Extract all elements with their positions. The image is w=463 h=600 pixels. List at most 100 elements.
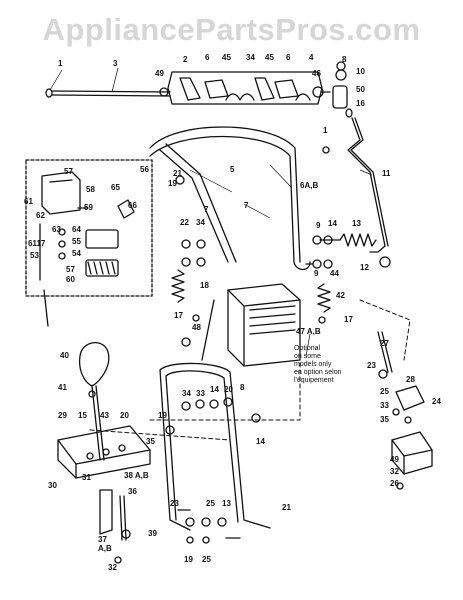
part-callout-p28: 28	[406, 375, 415, 384]
part-callout-p21a: 21	[173, 169, 182, 178]
upper-handle-frame	[149, 126, 311, 271]
part-callout-p65: 65	[111, 183, 120, 192]
part-callout-p32b: 32	[390, 467, 399, 476]
part-callout-p3: 3	[113, 59, 118, 68]
part-callout-p6b: 6	[286, 53, 291, 62]
part-callout-p20b: 20	[120, 411, 129, 420]
part-callout-p4: 4	[309, 53, 314, 62]
part-callout-p25c: 25	[202, 555, 211, 564]
bottom-fasteners	[114, 509, 241, 564]
part-callout-p5: 5	[230, 165, 235, 174]
part-callout-p26: 26	[390, 479, 399, 488]
part-callout-p57b: 57	[66, 265, 75, 274]
optional-note: Optional on some models only en option s…	[294, 345, 342, 384]
part-callout-p66: 66	[128, 201, 137, 210]
inset-detail-box	[25, 159, 153, 297]
part-callout-p56: 56	[140, 165, 149, 174]
part-callout-p42: 42	[336, 291, 345, 300]
part-callout-p31: 31	[82, 473, 91, 482]
part-callout-p44: 44	[330, 269, 339, 278]
note-line-4: en option selon	[294, 369, 342, 376]
cable-lines	[89, 299, 411, 441]
part-callout-p8: 8	[342, 55, 347, 64]
part-callout-p38ab: 38 A,B	[124, 471, 149, 480]
part-callout-p55: 55	[72, 237, 81, 246]
part-callout-p21b: 21	[282, 503, 291, 512]
leader-lines	[49, 67, 373, 357]
part-callout-p53: 53	[30, 251, 39, 260]
part-callout-p43: 43	[100, 411, 109, 420]
part-callout-p47ab: 47 A,B	[296, 327, 321, 336]
part-callout-p17a: 17	[344, 315, 353, 324]
part-callout-p23a: 23	[367, 361, 376, 370]
middle-fasteners	[165, 146, 330, 435]
part-callout-p35b: 35	[146, 437, 155, 446]
part-callout-p25a: 25	[380, 387, 389, 396]
part-callout-p15: 15	[78, 411, 87, 420]
part-callout-p58: 58	[86, 185, 95, 194]
part-callout-p29: 29	[58, 411, 67, 420]
part-callout-p35: 35	[380, 415, 389, 424]
part-callout-p6117: 6117	[28, 239, 46, 248]
part-callout-p23b: 23	[170, 499, 179, 508]
part-callout-p16: 16	[356, 99, 365, 108]
spacer-stack	[332, 61, 353, 118]
part-callout-p13b: 13	[222, 499, 231, 508]
shaft-rod	[45, 88, 171, 98]
part-callout-p33: 33	[196, 389, 205, 398]
note-line-3: models only	[294, 361, 332, 368]
part-callout-p14b: 14	[210, 385, 219, 394]
part-callout-p34a: 34	[246, 53, 255, 62]
part-callout-p49: 49	[155, 69, 164, 78]
part-callout-p8b: 8	[240, 383, 245, 392]
part-callout-p61: 61	[24, 197, 33, 206]
part-callout-p57a: 57	[64, 167, 73, 176]
part-callout-p17b: 17	[174, 311, 183, 320]
part-callout-p14c: 14	[256, 437, 265, 446]
part-callout-p2: 2	[183, 55, 188, 64]
part-callout-p1b: 1	[323, 126, 328, 135]
part-callout-p19a: 19	[168, 179, 177, 188]
part-callout-p6a: 6	[205, 53, 210, 62]
part-callout-p49b: 49	[390, 455, 399, 464]
part-callout-p20a: 20	[224, 385, 233, 394]
part-callout-p10: 10	[356, 67, 365, 76]
part-callout-p14a: 14	[328, 219, 337, 228]
part-callout-p24: 24	[432, 397, 441, 406]
note-line-1: Optional	[294, 345, 321, 352]
lower-handle	[159, 299, 271, 531]
watermark: AppliancePartsPros.com	[42, 12, 421, 47]
part-callout-p33b: 33	[380, 401, 389, 410]
part-callout-p60: 60	[66, 275, 75, 284]
part-callout-p9: 9	[316, 221, 321, 230]
part-callout-p48: 48	[192, 323, 201, 332]
shift-bracket	[57, 425, 151, 541]
inset-parts	[39, 171, 135, 327]
part-callout-p30: 30	[48, 481, 57, 490]
shield-panel	[227, 283, 301, 367]
part-callout-p50: 50	[356, 85, 365, 94]
part-callout-p19c: 19	[184, 555, 193, 564]
shift-lever	[78, 342, 110, 461]
part-callout-p40: 40	[60, 351, 69, 360]
left-spring	[171, 239, 206, 303]
part-callout-p18: 18	[200, 281, 209, 290]
part-callout-p37ab: A,B	[98, 544, 112, 553]
part-callout-p32a: 32	[108, 563, 117, 572]
top-bracket-assembly	[159, 71, 331, 105]
control-rod	[347, 117, 389, 253]
part-callout-p54: 54	[72, 249, 81, 258]
part-callout-p36: 36	[128, 487, 137, 496]
part-callout-p9b: 9	[314, 269, 319, 278]
part-callout-p37ab: 37	[98, 535, 107, 544]
part-callout-p12: 12	[360, 263, 369, 272]
part-callout-p46: 46	[312, 69, 321, 78]
part-callout-p62: 62	[36, 211, 45, 220]
part-callout-p45a: 45	[222, 53, 231, 62]
note-line-2: on some	[294, 353, 321, 360]
right-switch-assembly	[377, 331, 433, 490]
part-callout-p34b: 34	[196, 218, 205, 227]
part-callout-p13: 13	[352, 219, 361, 228]
